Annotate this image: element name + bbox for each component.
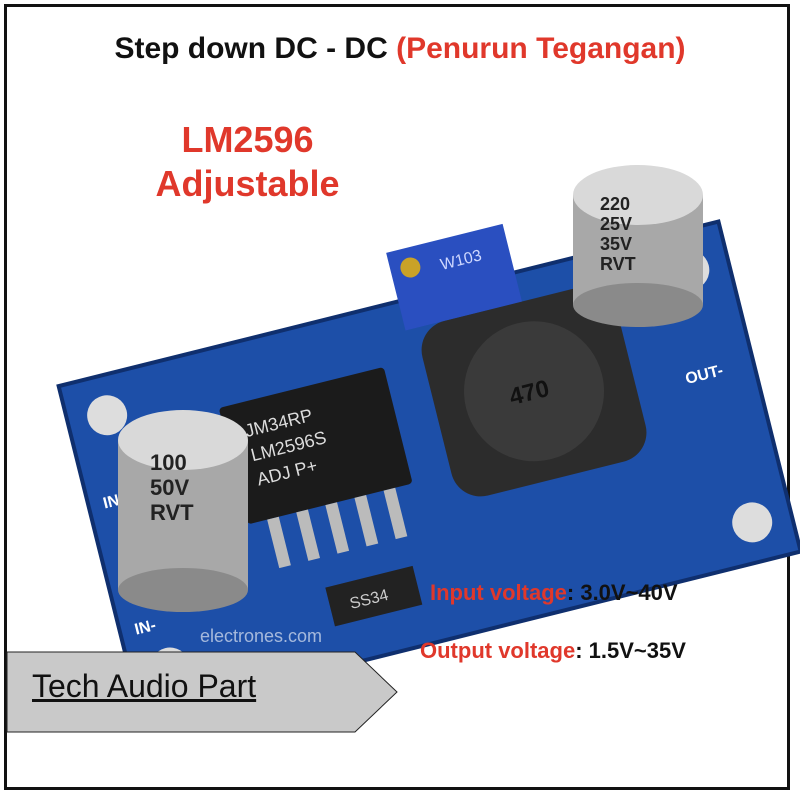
title-sub: (Penurun Tegangan): [396, 32, 686, 65]
diode: [325, 565, 423, 627]
model-name: LM2596: [181, 119, 314, 160]
input-spec: Input voltage: 3.0V~40V: [430, 580, 678, 606]
input-capacitor: 100 50V RVT: [118, 410, 248, 612]
cap-out-3: 35V: [600, 234, 632, 254]
page-title: Step down DC - DC (Penurun Tegangan): [0, 32, 800, 66]
product-model: LM2596 Adjustable: [140, 118, 355, 206]
input-value: : 3.0V~40V: [566, 580, 678, 605]
image-frame: [4, 4, 790, 790]
cap-out-4: RVT: [600, 254, 636, 274]
cap-in-3: RVT: [150, 500, 194, 525]
output-spec: Output voltage: 1.5V~35V: [420, 638, 686, 664]
cap-in-2: 50V: [150, 475, 189, 500]
cap-out-1: 220: [600, 194, 630, 214]
label-in-minus: IN-: [133, 617, 158, 639]
input-label: Input voltage: [430, 580, 567, 605]
model-variant: Adjustable: [155, 163, 340, 204]
brand-banner: [6, 651, 398, 733]
regulator-chip: [219, 367, 412, 524]
output-label: Output voltage: [420, 638, 576, 663]
cap-in-1: 100: [150, 450, 187, 475]
trim-potentiometer: [386, 223, 522, 331]
cap-out-2: 25V: [600, 214, 632, 234]
title-main: Step down DC - DC: [114, 32, 388, 65]
output-value: : 1.5V~35V: [575, 638, 686, 663]
watermark: electrones.com: [200, 626, 322, 646]
output-capacitor: 220 25V 35V RVT: [573, 165, 703, 327]
brand-name: Tech Audio Part: [32, 668, 257, 704]
